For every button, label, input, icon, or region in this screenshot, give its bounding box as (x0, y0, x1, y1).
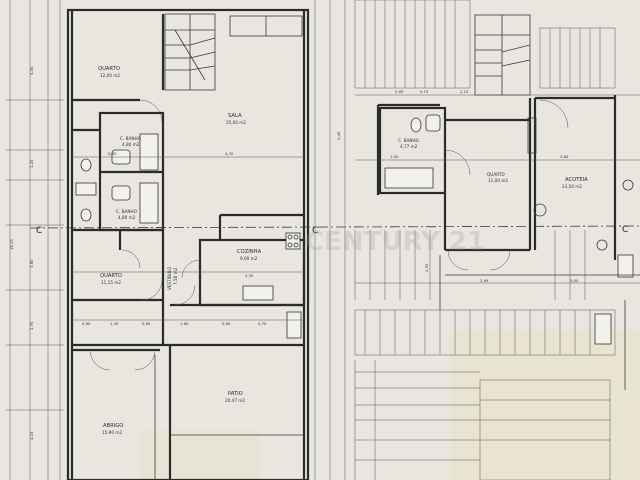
dim-3-60: 3,60 (560, 154, 569, 159)
room-label-vestibulo: VESTIBULO 7,50 m2 (167, 266, 178, 290)
door-swings-upper (444, 99, 569, 271)
room-label-quarto2: QUARTO 11,15 m2 (100, 273, 122, 285)
roof-hatch-top (354, 0, 616, 89)
room-label-quarto3: QUARTO 11,00 m2 (487, 172, 508, 183)
ground-floor-plan: QUARTO 12,00 m2 SALA 25,00 m2 C. BANHO 4… (66, 8, 310, 480)
svg-text:VESTIBULO: VESTIBULO (167, 266, 172, 290)
svg-text:QUARTO: QUARTO (487, 172, 505, 177)
svg-text:11,00 m2: 11,00 m2 (488, 178, 508, 183)
svg-text:PATIO: PATIO (228, 391, 243, 397)
svg-text:15,90 m2: 15,90 m2 (102, 430, 122, 435)
svg-text:20,47 m2: 20,47 m2 (225, 398, 245, 403)
svg-text:4,80 m2: 4,80 m2 (122, 142, 140, 147)
dim-18-15-left: 18,15 (9, 239, 14, 250)
bath3-fixtures (384, 114, 634, 345)
dim-0-70: 0,70 (258, 321, 267, 326)
room-label-banho3: C. BANHO 4,77 m2 (398, 138, 420, 149)
svg-text:25,00 m2: 25,00 m2 (226, 120, 246, 125)
svg-text:ACOTEIA: ACOTEIA (565, 177, 588, 183)
bath2-fixtures (75, 182, 159, 224)
room-label-acoteia: ACOTEIA 23,50 m2 (562, 177, 588, 189)
door-swings-ground (89, 99, 201, 371)
svg-text:C. BANHO: C. BANHO (116, 209, 138, 214)
svg-text:SALA: SALA (228, 113, 242, 119)
ground-stair (164, 13, 216, 91)
room-label-cozinha: COZINHA 9,00 m2 (237, 249, 262, 261)
dim-4-15-left: 4,15 (29, 431, 34, 440)
svg-text:4,77 m2: 4,77 m2 (400, 144, 418, 149)
dim-0-90: 0,90 (82, 321, 91, 326)
dim-1-20-left: 1,20 (29, 159, 34, 168)
upper-stair (474, 14, 531, 96)
dim-0-95: 0,95 (395, 89, 404, 94)
svg-text:C. BANHO: C. BANHO (398, 138, 420, 143)
dim-0-80-a: 0,80 (108, 151, 117, 156)
section-mark-right: C (622, 225, 628, 235)
svg-text:4,80 m2: 4,80 m2 (118, 215, 136, 220)
dim-1-35: 1,35 (110, 321, 119, 326)
svg-text:QUARTO: QUARTO (98, 66, 120, 72)
upper-floor-plan: C. BANHO 4,77 m2 QUARTO 11,00 m2 ACOTEIA… (314, 0, 640, 480)
dim-1-50: 1,50 (390, 154, 399, 159)
dim-2-95: 2,95 (480, 278, 489, 283)
dim-4-00-left: 4,00 (29, 66, 34, 75)
dim-0-85: 0,85 (142, 321, 151, 326)
dim-2-10: 2,10 (460, 89, 469, 94)
section-mark-left: C (36, 226, 42, 236)
svg-text:C. BANHO: C. BANHO (120, 136, 142, 141)
svg-text:23,50 m2: 23,50 m2 (562, 184, 582, 189)
dim-2-45: 2,45 (336, 131, 341, 140)
svg-text:QUARTO: QUARTO (100, 273, 122, 279)
dim-0-15: 0,15 (420, 89, 429, 94)
dim-4-70: 4,70 (225, 151, 234, 156)
bath1-fixtures (80, 133, 159, 172)
room-label-patio: PATIO 20,47 m2 (225, 391, 245, 403)
dim-2-55: 2,55 (424, 263, 429, 272)
dim-3-00: 3,00 (570, 278, 579, 283)
svg-text:9,00 m2: 9,00 m2 (240, 256, 258, 261)
room-label-sala: SALA 25,00 m2 (226, 113, 246, 125)
svg-text:11,15 m2: 11,15 m2 (101, 280, 121, 285)
dim-3-80-left: 3,80 (29, 259, 34, 268)
svg-text:COZINHA: COZINHA (237, 249, 262, 255)
svg-text:7,50 m2: 7,50 m2 (173, 267, 178, 285)
kitchen-fixtures (242, 232, 302, 339)
watermark: CENTURY 21 (305, 227, 485, 257)
left-dimension-chain: 4,00 1,20 18,15 3,80 1,75 4,15 (6, 0, 64, 480)
dim-1-75-left: 1,75 (29, 321, 34, 330)
room-label-banho2: C. BANHO 4,80 m2 (116, 209, 138, 220)
dim-3-35: 3,35 (245, 273, 254, 278)
room-label-banho1: C. BANHO 4,80 m2 (120, 136, 142, 147)
dim-0-60: 0,60 (222, 321, 231, 326)
svg-text:ABRIGO: ABRIGO (103, 423, 123, 429)
svg-text:12,00 m2: 12,00 m2 (100, 73, 120, 78)
roof-lines-bottom (354, 360, 611, 480)
room-label-quarto1: QUARTO 12,00 m2 (98, 66, 120, 78)
roof-hatch-bottom (354, 230, 616, 356)
room-label-abrigo: ABRIGO 15,90 m2 (102, 423, 123, 435)
dim-1-60: 1,60 (180, 321, 189, 326)
